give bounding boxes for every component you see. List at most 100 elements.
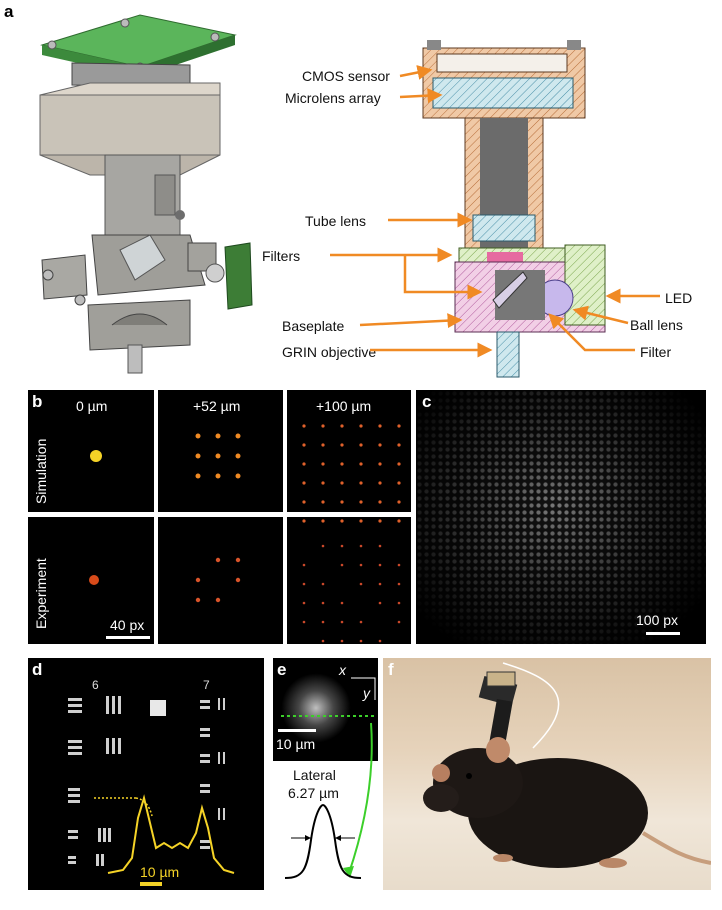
resolution-target-bars (68, 696, 235, 886)
target-group-7: 7 (203, 678, 210, 692)
psf-spot (235, 473, 241, 479)
psf-spot (215, 473, 221, 479)
psf-spot (359, 481, 363, 485)
psf-spot (235, 577, 241, 583)
panel-d-letter: d (32, 660, 43, 679)
cross-section-drawing (422, 40, 606, 378)
psf-spot (340, 424, 344, 428)
column-label-0um: 0 µm (76, 398, 108, 414)
panel-c-image (416, 390, 706, 644)
panel-d-image (28, 658, 264, 890)
psf-spot (302, 481, 306, 485)
label-filter: Filter (640, 344, 672, 360)
panel-e-scalebar (278, 729, 316, 732)
psf-spot (302, 462, 306, 466)
psf-spot (378, 443, 382, 447)
psf-spot (397, 601, 401, 605)
psf-spot (235, 433, 241, 439)
psf-spot (378, 519, 382, 523)
panel-e-image (273, 658, 378, 761)
psf-spot (359, 639, 363, 643)
psf-spot (378, 500, 382, 504)
psf-spot (321, 544, 325, 548)
psf-spot (321, 519, 325, 523)
psf-spot (340, 500, 344, 504)
psf-spot (302, 601, 306, 605)
psf-spot (378, 563, 382, 567)
panel-b-scalebar (106, 636, 150, 639)
psf-spot (340, 462, 344, 466)
lateral-value: 6.27 µm (288, 785, 339, 801)
psf-spot (397, 500, 401, 504)
orange-arrows (330, 65, 660, 358)
psf-spot (397, 462, 401, 466)
psf-spot (321, 639, 325, 643)
panel-e-overlay (281, 677, 376, 878)
psf-spot (397, 620, 401, 624)
psf-spot (302, 620, 306, 624)
psf-spot (359, 620, 363, 624)
psf-spot (235, 453, 241, 459)
psf-spot (378, 544, 382, 548)
psf-spot (340, 620, 344, 624)
psf-spot (195, 577, 201, 583)
psf-spot (195, 433, 201, 439)
label-cmos-sensor: CMOS sensor (302, 68, 390, 84)
psf-spot (302, 424, 306, 428)
panel-e-letter: e (277, 660, 287, 679)
psf-spot (340, 519, 344, 523)
label-tube-lens: Tube lens (305, 213, 366, 229)
label-baseplate: Baseplate (282, 318, 345, 334)
column-label-52um: +52 µm (193, 398, 241, 414)
psf-spot (397, 443, 401, 447)
psf-spot (215, 453, 221, 459)
psf-spot (378, 601, 382, 605)
panel-f-letter: f (388, 660, 394, 679)
panel-b-cell-sim-52 (158, 390, 283, 512)
psf-spot (195, 453, 201, 459)
panel-f-photo (383, 658, 711, 890)
panel-b-cell-exp-100 (287, 517, 411, 644)
psf-spot (397, 481, 401, 485)
psf-spot (215, 433, 221, 439)
psf-spot (359, 582, 363, 586)
psf-spot (340, 563, 344, 567)
panel-b-scalebar-label: 40 px (110, 617, 145, 633)
panel-b-cell-exp-52 (158, 517, 283, 644)
psf-spot (359, 462, 363, 466)
psf-spot (359, 563, 363, 567)
panel-c-scalebar-label: 100 px (636, 612, 679, 628)
panel-c-grid (416, 390, 706, 644)
psf-spot (359, 544, 363, 548)
label-filters: Filters (262, 248, 301, 264)
psf-spot (340, 481, 344, 485)
panel-c-letter: c (422, 392, 432, 411)
psf-spot (302, 519, 306, 523)
label-ball-lens: Ball lens (630, 317, 683, 333)
lateral-label: Lateral (293, 767, 336, 783)
panel-b-cell-sim-0 (28, 390, 154, 512)
psf-spot (321, 582, 325, 586)
panel-e-scalebar-label: 10 µm (276, 736, 316, 752)
psf-spot (397, 424, 401, 428)
psf-spot (378, 639, 382, 643)
psf-spot (195, 597, 201, 603)
psf-spot (321, 462, 325, 466)
psf-spot (397, 519, 401, 523)
psf-spot (321, 481, 325, 485)
label-grin-objective: GRIN objective (282, 344, 377, 360)
psf-spot (397, 582, 401, 586)
psf-spot (378, 424, 382, 428)
psf-spot (340, 639, 344, 643)
psf-spot (340, 601, 344, 605)
psf-spot (302, 563, 306, 567)
psf-spot (302, 500, 306, 504)
psf-spot (321, 424, 325, 428)
psf-spot (321, 500, 325, 504)
panel-c-scalebar (646, 632, 680, 635)
panel-a-letter: a (4, 2, 14, 21)
psf-spot (340, 544, 344, 548)
psf-spot (378, 462, 382, 466)
psf-spot (359, 424, 363, 428)
label-microlens-array: Microlens array (285, 90, 381, 106)
